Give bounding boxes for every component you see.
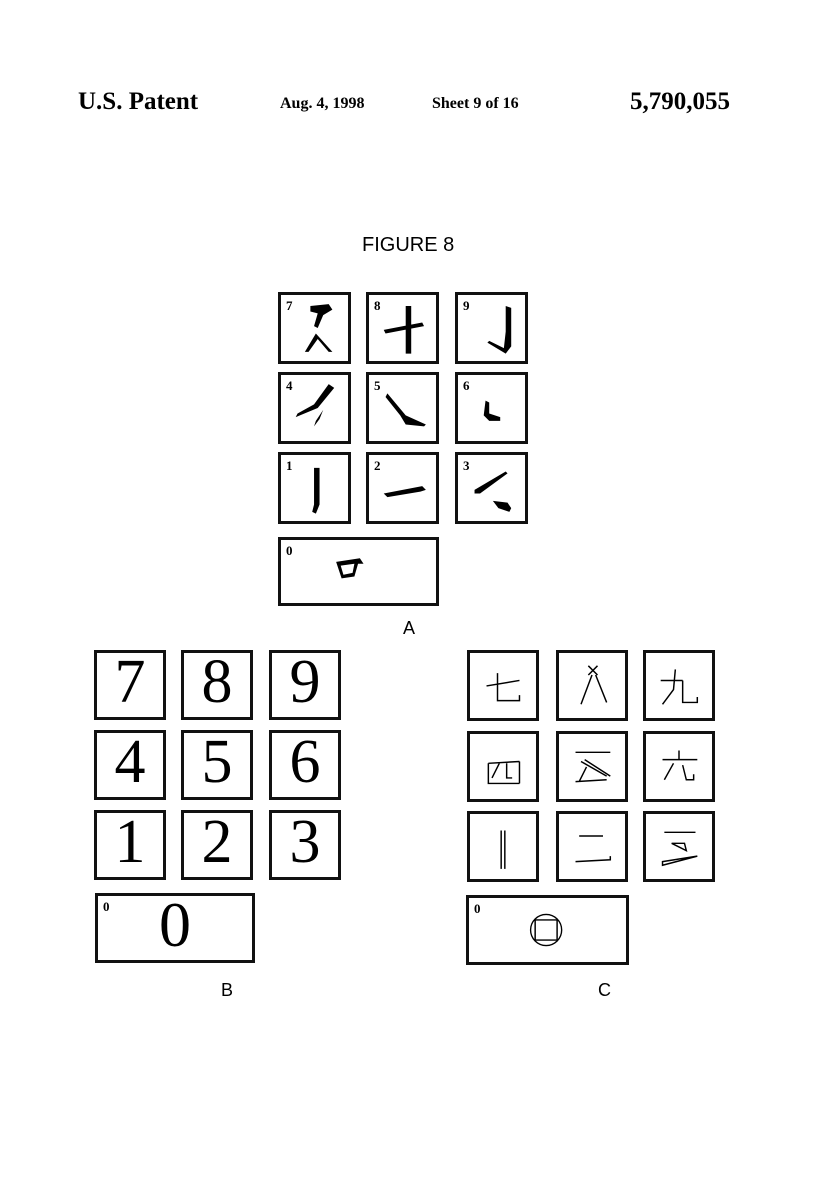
key-c-0: 0: [466, 895, 629, 965]
key-b-2: 2: [181, 808, 253, 880]
digit-glyph: 6: [289, 728, 321, 796]
chinese-numeral-glyph: [580, 665, 608, 705]
key-number-label: 0: [474, 901, 481, 916]
brush-stroke-icon: [304, 304, 333, 352]
key-a-7: 7: [278, 292, 351, 364]
chinese-numeral-glyph: [661, 831, 698, 867]
digit-glyph: 2: [201, 808, 233, 876]
brush-stroke-icon: [483, 400, 501, 421]
brush-stroke-icon: [336, 558, 364, 579]
key-b-1: 1: [94, 808, 166, 880]
digit-glyph: 9: [289, 648, 321, 716]
key-number-label: 0: [103, 899, 110, 914]
key-c-7: [467, 811, 539, 882]
chinese-numeral-glyph: [575, 835, 612, 863]
chinese-numeral-glyph: [575, 751, 611, 783]
key-c-2: [556, 650, 628, 721]
panel-label-a: A: [403, 618, 416, 638]
patent-header-label: U.S. Patent: [78, 88, 199, 115]
key-number-label: 1: [286, 458, 293, 473]
key-b-7: 7: [94, 648, 166, 720]
digit-glyph: 4: [114, 728, 146, 796]
key-number-label: 2: [374, 458, 381, 473]
chinese-numeral-glyph: [487, 760, 521, 785]
key-a-4: 4: [278, 372, 351, 444]
key-b-8: 8: [181, 648, 253, 720]
panel-label-c: C: [598, 980, 611, 1000]
digit-glyph: 1: [114, 808, 146, 876]
digit-glyph: 8: [201, 648, 233, 716]
key-a-9: 9: [455, 292, 528, 364]
panel-label-b: B: [221, 980, 234, 1000]
key-c-6: [643, 731, 715, 802]
key-number-label: 5: [374, 378, 381, 393]
brush-stroke-icon: [312, 467, 320, 514]
key-c-9: [643, 811, 715, 882]
key-a-0: 0: [278, 537, 439, 606]
digit-glyph: 0: [159, 889, 191, 960]
key-number-label: 4: [286, 378, 293, 393]
brush-stroke-icon: [295, 384, 335, 427]
sheet-number: Sheet 9 of 16: [432, 95, 519, 112]
key-a-5: 5: [366, 372, 439, 444]
brush-stroke-icon: [385, 393, 426, 427]
brush-stroke-icon: [487, 306, 512, 354]
key-number-label: 8: [374, 298, 381, 313]
digit-glyph: 7: [114, 648, 146, 716]
brush-stroke-icon: [474, 471, 512, 512]
chinese-numeral-glyph: [486, 673, 521, 702]
key-a-6: 6: [455, 372, 528, 444]
key-c-4: [467, 731, 539, 802]
key-number-label: 7: [286, 298, 293, 313]
key-number-label: 3: [463, 458, 470, 473]
circle-square-icon: [529, 913, 563, 947]
key-number-label: 0: [286, 543, 293, 558]
key-a-1: 1: [278, 452, 351, 524]
key-b-9: 9: [269, 648, 341, 720]
key-b-5: 5: [181, 728, 253, 800]
key-a-8: 8: [366, 292, 439, 364]
key-b-6: 6: [269, 728, 341, 800]
key-a-2: 2: [366, 452, 439, 524]
key-b-4: 4: [94, 728, 166, 800]
key-c-5: [556, 731, 628, 802]
key-number-label: 9: [463, 298, 470, 313]
key-number-label: 6: [463, 378, 470, 393]
brush-stroke-icon: [383, 486, 426, 498]
digit-glyph: 3: [289, 808, 321, 876]
key-c-8: [556, 811, 628, 882]
key-c-1: [467, 650, 539, 721]
chinese-numeral-glyph: [500, 830, 506, 869]
chinese-numeral-glyph: [660, 669, 699, 705]
brush-stroke-icon: [383, 306, 425, 354]
key-c-3: [643, 650, 715, 721]
patent-number: 5,790,055: [630, 88, 730, 115]
digit-glyph: 5: [201, 728, 233, 796]
key-a-3: 3: [455, 452, 528, 524]
figure-title: FIGURE 8: [362, 234, 455, 256]
patent-date: Aug. 4, 1998: [280, 95, 365, 112]
key-b-3: 3: [269, 808, 341, 880]
chinese-numeral-glyph: [662, 750, 698, 781]
